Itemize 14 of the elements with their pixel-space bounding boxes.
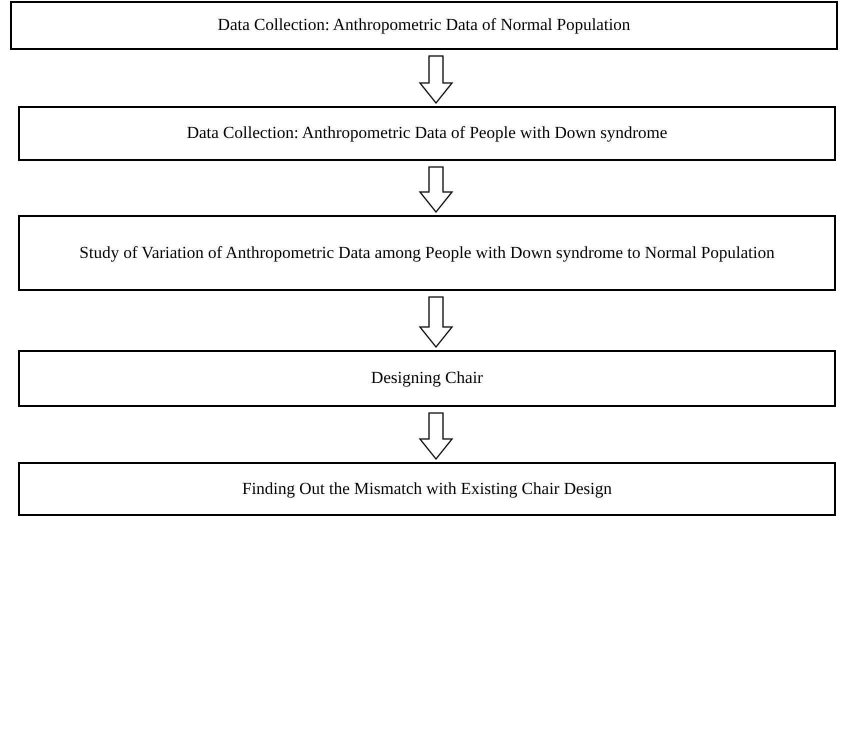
box-text: Data Collection: Anthropometric Data of Normal Population <box>218 14 630 36</box>
hollow-arrow <box>418 55 454 104</box>
box-text: Study of Variation of Anthropometric Data among People with Down syndrome to Normal Population <box>79 242 775 264</box>
process-box <box>18 215 836 291</box>
hollow-arrow <box>418 296 454 348</box>
box-text: Finding Out the Mismatch with Existing Chair Design <box>242 478 612 500</box>
box-text: Designing Chair <box>371 367 483 390</box>
hollow-arrow <box>418 166 454 214</box>
box-text: Data Collection: Anthropometric Data of People with Down syndrome <box>186 122 668 144</box>
hollow-arrow <box>418 412 454 460</box>
process-box <box>18 106 836 161</box>
process-box <box>10 1 838 50</box>
process-box <box>18 350 836 407</box>
process-box <box>18 462 836 516</box>
